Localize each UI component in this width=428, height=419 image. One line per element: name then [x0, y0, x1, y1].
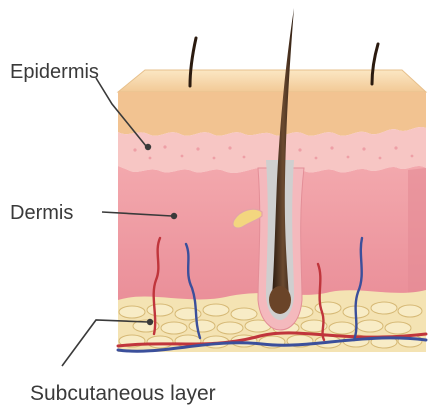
dermis-side [408, 168, 426, 300]
epidermis-surface [118, 70, 426, 92]
dermis-dot [171, 213, 177, 219]
subcutaneous-label: Subcutaneous layer [30, 383, 216, 404]
epidermis-dot [145, 144, 151, 150]
epidermis-layer [118, 92, 426, 136]
epidermis-label: Epidermis [10, 62, 99, 82]
dermis-label: Dermis [10, 203, 73, 223]
hair-bulb [269, 286, 291, 314]
subcutaneous-dot [147, 319, 153, 325]
